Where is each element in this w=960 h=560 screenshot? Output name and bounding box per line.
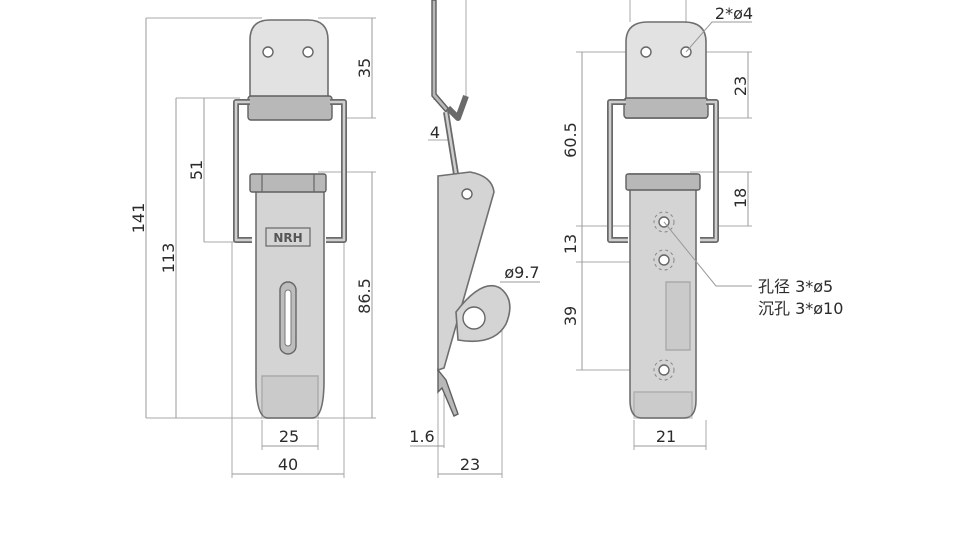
dim-25-label: 25 [279, 427, 299, 446]
side-mounting-plate [431, 0, 449, 114]
hole-note-line-2: 沉孔 3*ø10 [758, 299, 843, 318]
side-catch-hole [462, 306, 486, 330]
side-wire-hook [445, 94, 469, 121]
dim-9-7-label: ø9.7 [504, 263, 539, 282]
dim-2x4-label: 2*ø4 [715, 4, 753, 23]
lever-hinge [249, 173, 327, 193]
back-view: 2*ø4 23 60.5 18 13 39 21 孔径 3*ø5 沉孔 3*ø1… [561, 0, 843, 450]
dim-4-label: 4 [430, 123, 440, 142]
back-mount-hole-left [640, 46, 652, 58]
dim-113-label: 113 [159, 243, 178, 274]
countersunk-hole-3 [653, 359, 675, 381]
dim-13-label: 13 [561, 234, 580, 254]
side-pivot-hole [461, 188, 473, 200]
dim-35-label: 35 [355, 58, 374, 78]
hole-note-line-1: 孔径 3*ø5 [758, 277, 833, 296]
dim-23-back-label: 23 [731, 76, 750, 96]
front-view: NRH 141 113 51 35 86.5 25 40 [129, 17, 376, 478]
side-view: 4 ø9.7 1.6 23 [409, 0, 540, 478]
dim-40-label: 40 [278, 455, 298, 474]
back-hinge-barrel [623, 97, 709, 119]
dim-86-5-label: 86.5 [355, 278, 374, 314]
brand-logo [265, 227, 311, 247]
leader-2x4 [685, 21, 752, 53]
back-lever-body [629, 173, 697, 419]
dim-23-side-label: 23 [460, 455, 480, 474]
dim-21-label: 21 [656, 427, 676, 446]
back-mounting-plate [625, 21, 707, 119]
mount-hole-left [262, 46, 274, 58]
back-lever-hinge [625, 173, 701, 191]
brand-logo-text: NRH [273, 231, 302, 245]
dim-51-label: 51 [187, 160, 206, 180]
countersunk-hole-2 [653, 249, 675, 271]
dim-141-label: 141 [129, 203, 148, 234]
back-lever-recess [665, 281, 691, 351]
leader-hole-note [663, 221, 752, 287]
dim-18-label: 18 [731, 188, 750, 208]
hinge-barrel [247, 95, 333, 121]
dim-60-5-label: 60.5 [561, 122, 580, 158]
dim-1-6-label: 1.6 [409, 427, 434, 446]
mounting-plate [249, 19, 329, 119]
dim-39-label: 39 [561, 306, 580, 326]
mount-hole-right [302, 46, 314, 58]
side-bottom-lip [437, 368, 459, 417]
